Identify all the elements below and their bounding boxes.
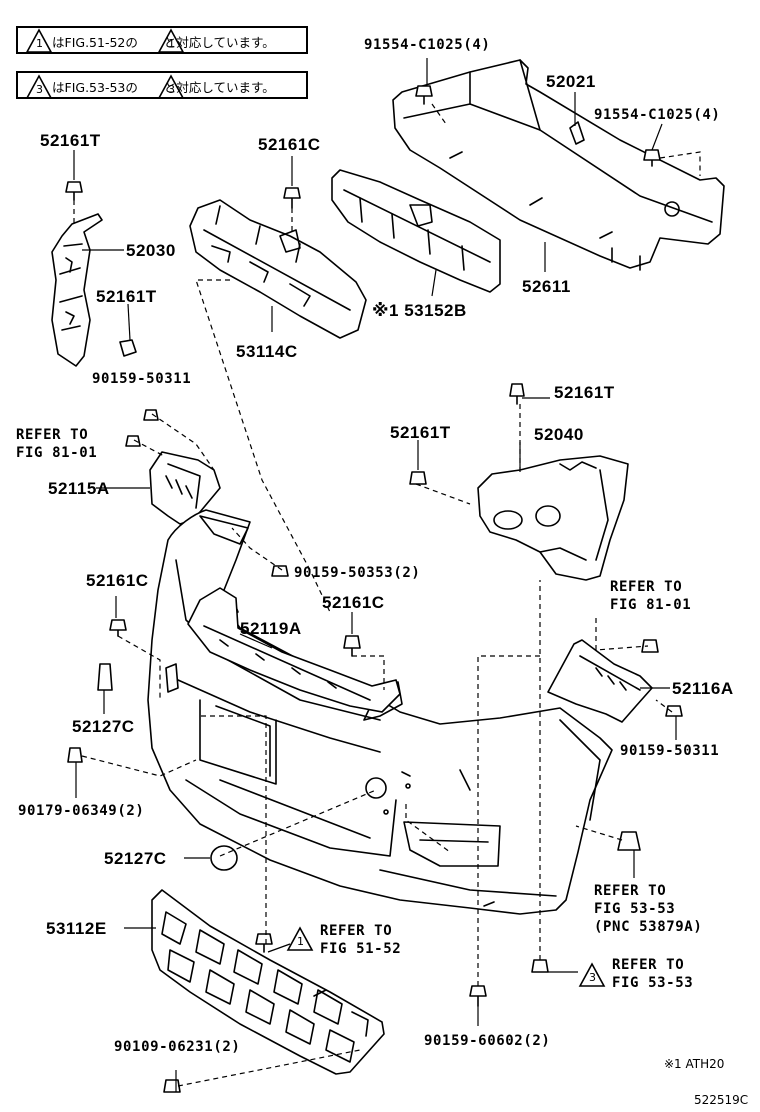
note-1-text: はFIG.51-52の bbox=[52, 35, 138, 50]
label-90159-60602[interactable]: 90159-60602(2) bbox=[424, 1033, 551, 1049]
label-53152b[interactable]: ※1 53152B bbox=[372, 301, 467, 320]
label-91554-right[interactable]: 91554-C1025(4) bbox=[594, 107, 721, 123]
label-52611[interactable]: 52611 bbox=[522, 277, 571, 296]
absorber-52611[interactable] bbox=[331, 169, 501, 293]
label-52161t-b[interactable]: 52161T bbox=[96, 287, 157, 306]
label-refer-53-2[interactable]: FIG 53-53 bbox=[594, 901, 676, 917]
label-90159-50311-a[interactable]: 90159-50311 bbox=[92, 371, 192, 387]
label-90159-50353[interactable]: 90159-50353(2) bbox=[294, 565, 421, 581]
retainer-53114c[interactable] bbox=[189, 199, 367, 339]
label-52127c-b[interactable]: 52127C bbox=[104, 849, 167, 868]
label-refer-51-1[interactable]: REFER TO bbox=[320, 923, 393, 939]
label-52161c-b[interactable]: 52161C bbox=[86, 571, 149, 590]
label-91554-top[interactable]: 91554-C1025(4) bbox=[364, 37, 491, 53]
bracket-52040[interactable] bbox=[477, 455, 629, 581]
triangle-mark-3a: 3 bbox=[36, 83, 43, 96]
label-refer-81-b-2[interactable]: FIG 81-01 bbox=[610, 597, 692, 613]
triangle-mark-1b: 1 bbox=[168, 37, 175, 50]
label-90179-06349[interactable]: 90179-06349(2) bbox=[18, 803, 145, 819]
label-52161c-a[interactable]: 52161C bbox=[258, 135, 321, 154]
figure-code: 522519C bbox=[694, 1093, 749, 1107]
label-52115a[interactable]: 52115A bbox=[48, 479, 110, 498]
footnote: ※1 ATH20 bbox=[664, 1057, 725, 1071]
label-refer-81-a-1[interactable]: REFER TO bbox=[16, 427, 89, 443]
leader-lines bbox=[73, 58, 677, 1092]
label-52127c-a[interactable]: 52127C bbox=[72, 717, 135, 736]
label-52030[interactable]: 52030 bbox=[126, 241, 176, 260]
label-52040[interactable]: 52040 bbox=[534, 425, 584, 444]
label-refer-53-3[interactable]: (PNC 53879A) bbox=[594, 919, 703, 935]
label-52161t-d[interactable]: 52161T bbox=[390, 423, 451, 442]
label-53114c[interactable]: 53114C bbox=[236, 342, 298, 361]
triangle-mark-3b: 3 bbox=[168, 83, 175, 96]
note-1-suffix: と対応しています。 bbox=[163, 35, 275, 50]
dashed-lines bbox=[73, 103, 701, 1087]
note-box-3: はFIG.53-53の と対応しています。 bbox=[16, 71, 308, 99]
label-52116a[interactable]: 52116A bbox=[672, 679, 734, 698]
reinforcement-52021[interactable] bbox=[392, 59, 725, 271]
label-52021[interactable]: 52021 bbox=[546, 72, 596, 91]
label-53112e[interactable]: 53112E bbox=[46, 919, 107, 938]
label-52161t-c[interactable]: 52161T bbox=[554, 383, 615, 402]
note-3-text: はFIG.53-53の bbox=[52, 80, 138, 95]
triangle-mark-1c: 1 bbox=[297, 935, 304, 948]
label-90109-06231[interactable]: 90109-06231(2) bbox=[114, 1039, 241, 1055]
triangle-mark-1a: 1 bbox=[36, 37, 43, 50]
label-refer-81-b-1[interactable]: REFER TO bbox=[610, 579, 683, 595]
label-52119a[interactable]: 52119A bbox=[240, 619, 302, 638]
label-refer-51-2[interactable]: FIG 51-52 bbox=[320, 941, 402, 957]
label-refer-53b-1[interactable]: REFER TO bbox=[612, 957, 685, 973]
label-90159-50311-b[interactable]: 90159-50311 bbox=[620, 743, 720, 759]
note-3-suffix: と対応しています。 bbox=[163, 80, 275, 95]
grille-53112e[interactable] bbox=[151, 889, 385, 1075]
label-refer-81-a-2[interactable]: FIG 81-01 bbox=[16, 445, 98, 461]
label-52161c-c[interactable]: 52161C bbox=[322, 593, 385, 612]
note-box-1: はFIG.51-52の と対応しています。 bbox=[16, 26, 308, 54]
label-refer-53-1[interactable]: REFER TO bbox=[594, 883, 667, 899]
label-refer-53b-2[interactable]: FIG 53-53 bbox=[612, 975, 694, 991]
triangle-mark-3c: 3 bbox=[589, 971, 596, 984]
label-52161t-a[interactable]: 52161T bbox=[40, 131, 101, 150]
bracket-52030[interactable] bbox=[51, 213, 103, 367]
